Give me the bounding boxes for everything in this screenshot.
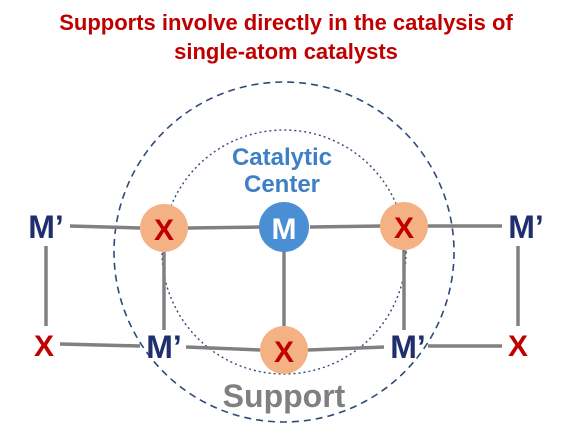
support-label: Support (223, 378, 346, 414)
x-atom-left-label: X (154, 214, 174, 247)
x-atom-corner-right: X (508, 330, 528, 363)
m-prime-top-left: M’ (28, 209, 64, 245)
bond (185, 345, 261, 352)
m-prime-top-right: M’ (508, 209, 544, 245)
m-prime-bottom-right: M’ (390, 329, 426, 365)
x-atom-right (380, 202, 428, 250)
x-atom-left (140, 204, 188, 252)
x-atom-right-label: X (394, 212, 414, 245)
x-atom-bottom (260, 326, 308, 374)
bonds (44, 224, 520, 352)
title-line-2: single-atom catalysts (174, 39, 398, 64)
metal-center-atom-label: M (272, 213, 297, 246)
bond (69, 224, 141, 230)
support-boundary-circle (113, 81, 455, 423)
catalytic-center-label-line-2: Center (244, 171, 320, 198)
bond (309, 224, 383, 229)
title-line-1: Supports involve directly in the catalys… (59, 10, 513, 35)
bond (59, 342, 141, 348)
m-prime-bottom-left: M’ (146, 329, 182, 365)
catalytic-center-label-line-1: Catalytic (232, 144, 332, 171)
x-atom-bottom-label: X (274, 336, 294, 369)
bond (307, 345, 385, 352)
bond (187, 225, 261, 230)
x-atom-corner-left: X (34, 330, 54, 363)
metal-center-atom (259, 202, 309, 252)
